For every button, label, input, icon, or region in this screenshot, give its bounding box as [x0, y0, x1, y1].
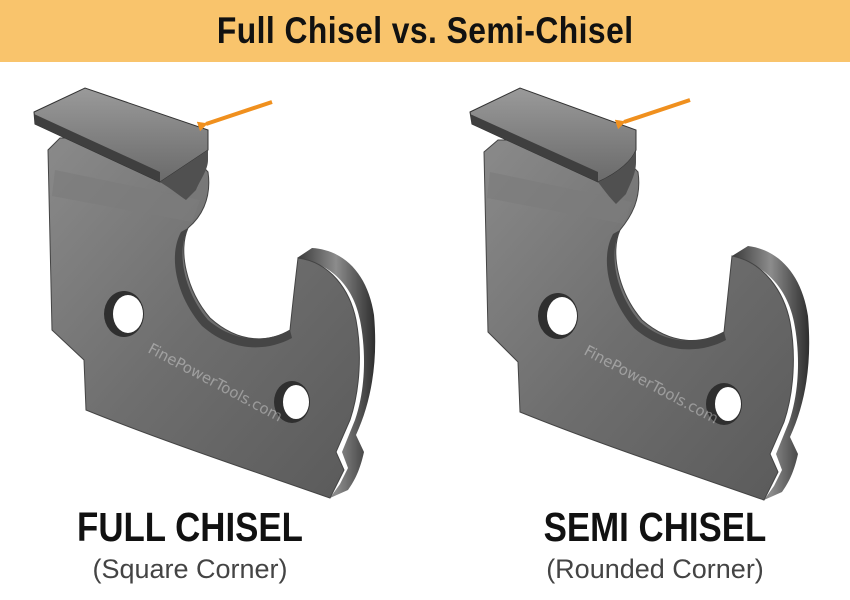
chisel-diagram: FinePowerTools.com FinePowerTools.com — [33, 87, 810, 501]
arrow-icon — [614, 98, 691, 130]
full-chisel-label: FULL CHISEL — [77, 504, 303, 550]
comparison-area: FinePowerTools.com FinePowerTools.com FU… — [0, 62, 850, 600]
page-title: Full Chisel vs. Semi-Chisel — [216, 10, 634, 51]
semi-chisel-label: SEMI CHISEL — [543, 504, 767, 550]
full-chisel-cutter: FinePowerTools.com — [33, 87, 376, 499]
arrow-icon — [196, 100, 273, 132]
title-banner: Full Chisel vs. Semi-Chisel — [0, 0, 850, 62]
semi-chisel-cutter: FinePowerTools.com — [469, 87, 810, 501]
semi-chisel-corner-label: (Rounded Corner) — [546, 554, 764, 584]
full-chisel-corner-label: (Square Corner) — [92, 554, 288, 584]
